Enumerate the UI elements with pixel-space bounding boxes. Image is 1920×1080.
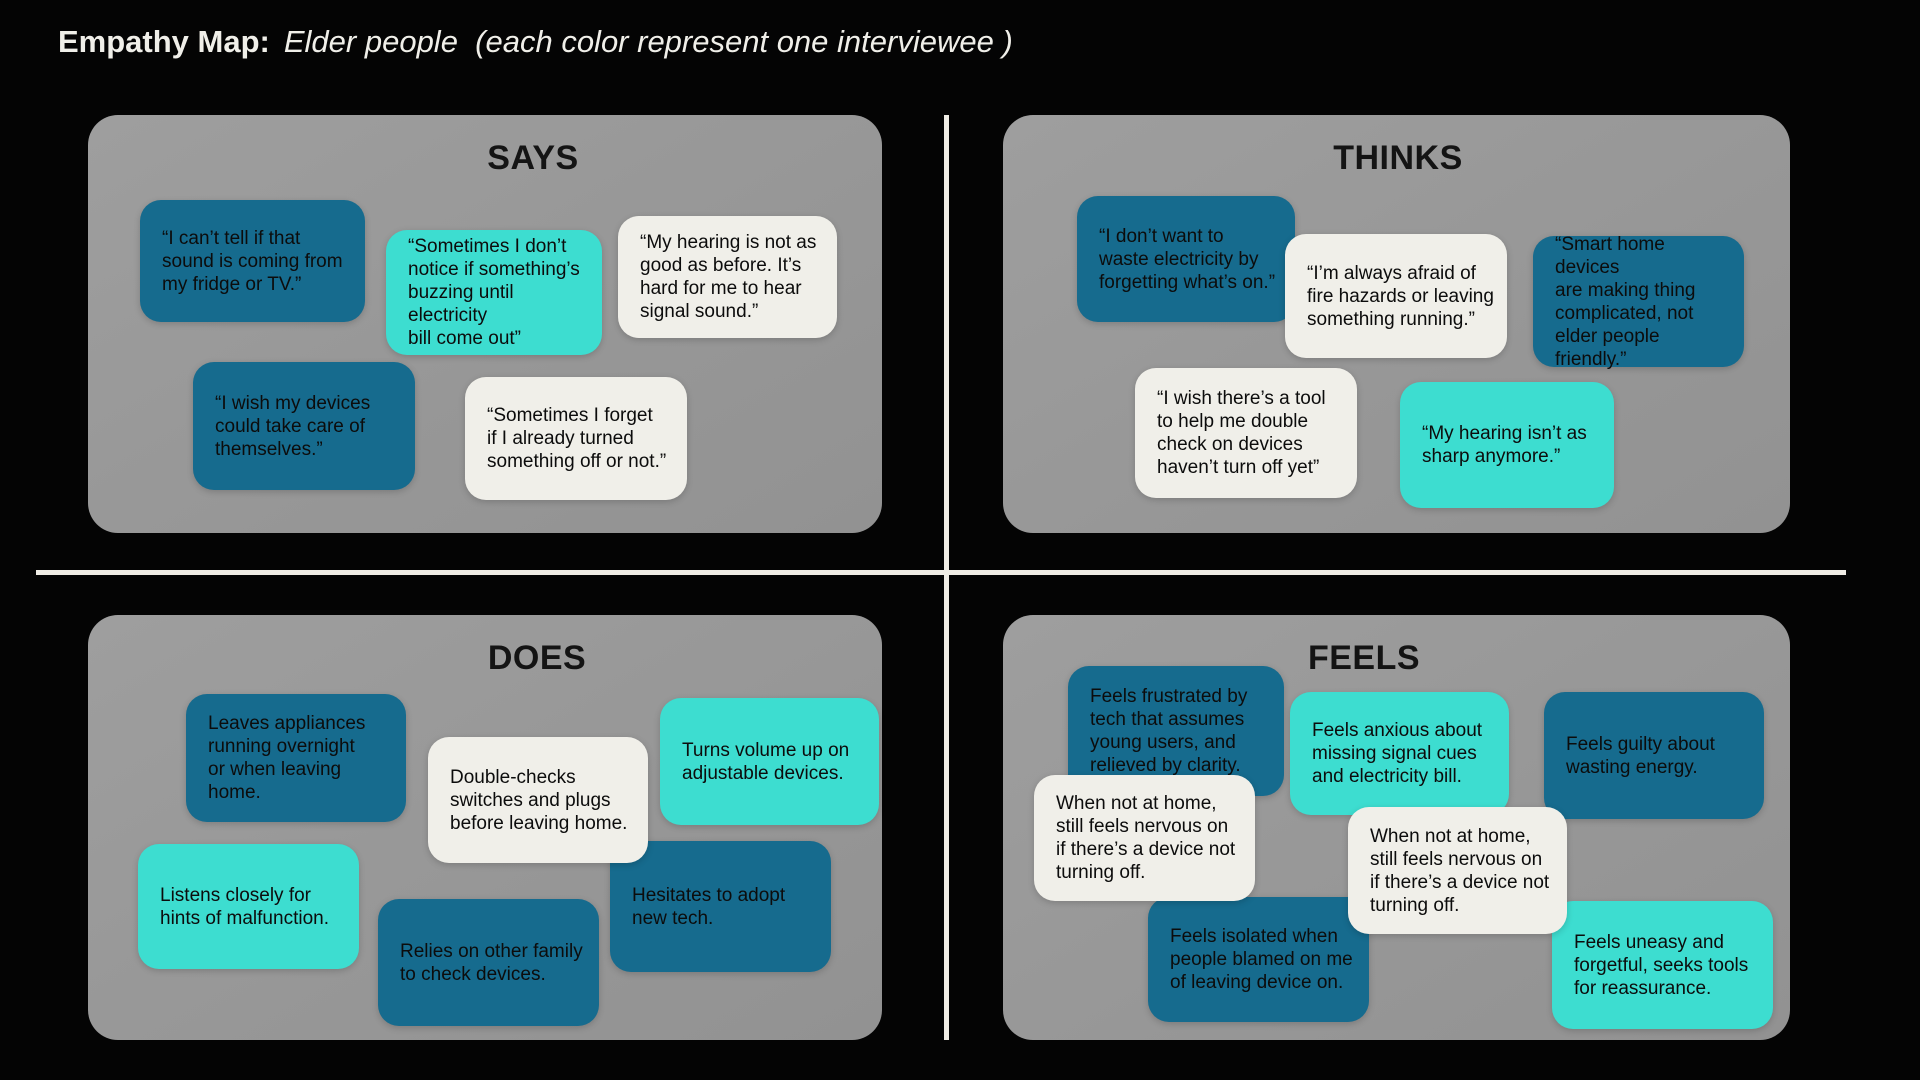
- sticky-note-text: “Sometimes I forget if I already turned …: [487, 405, 667, 472]
- sticky-note-feels-4[interactable]: When not at home, still feels nervous on…: [1034, 775, 1255, 901]
- sticky-note-text: “I’m always afraid of fire hazards or le…: [1307, 262, 1494, 330]
- sticky-note-text: “Smart home devices are making thing com…: [1555, 233, 1696, 370]
- sticky-note-text: “Sometimes I don’t notice if something’s…: [408, 236, 580, 349]
- sticky-note-text: Feels frustrated by tech that assumes yo…: [1090, 686, 1248, 776]
- sticky-note-says-1[interactable]: “I can’t tell if that sound is coming fr…: [140, 200, 365, 322]
- sticky-note-text: Feels uneasy and forgetful, seeks tools …: [1574, 931, 1749, 999]
- page-title: Empathy Map: Elder people (each color rep…: [58, 24, 1013, 60]
- sticky-note-text: Double-checks switches and plugs before …: [450, 766, 628, 834]
- sticky-note-feels-7[interactable]: Feels uneasy and forgetful, seeks tools …: [1552, 901, 1773, 1029]
- page-title-prefix: Empathy Map:: [58, 24, 270, 59]
- sticky-note-text: “I can’t tell if that sound is coming fr…: [162, 227, 343, 295]
- sticky-note-text: “I wish there’s a tool to help me double…: [1157, 388, 1326, 478]
- sticky-note-text: “My hearing is not as good as before. It…: [640, 232, 817, 322]
- sticky-note-text: Feels isolated when people blamed on me …: [1170, 926, 1353, 993]
- sticky-note-does-3[interactable]: Turns volume up on adjustable devices.: [660, 698, 879, 825]
- sticky-note-text: Leaves appliances running overnight or w…: [208, 713, 366, 803]
- sticky-note-does-6[interactable]: Hesitates to adopt new tech.: [610, 841, 831, 972]
- horizontal-divider: [36, 570, 1846, 575]
- sticky-note-feels-1[interactable]: Feels frustrated by tech that assumes yo…: [1068, 666, 1284, 796]
- sticky-note-text: Hesitates to adopt new tech.: [632, 884, 786, 929]
- sticky-note-feels-2[interactable]: Feels anxious about missing signal cues …: [1290, 692, 1509, 815]
- sticky-note-thinks-5[interactable]: “My hearing isn’t as sharp anymore.”: [1400, 382, 1614, 508]
- sticky-note-thinks-3[interactable]: “Smart home devices are making thing com…: [1533, 234, 1744, 370]
- quadrant-title-does: DOES: [487, 639, 587, 677]
- vertical-divider: [944, 115, 949, 1040]
- sticky-note-text: Feels anxious about missing signal cues …: [1312, 720, 1483, 787]
- sticky-note-thinks-1[interactable]: “I don’t want to waste electricity by fo…: [1077, 196, 1295, 322]
- page-title-subject: Elder people (each color represent one i…: [283, 24, 1013, 59]
- quadrant-title-thinks: THINKS: [1333, 139, 1463, 177]
- sticky-note-feels-3[interactable]: Feels guilty about wasting energy.: [1544, 692, 1764, 819]
- sticky-note-text: When not at home, still feels nervous on…: [1370, 825, 1550, 916]
- sticky-note-text: Feels guilty about wasting energy.: [1566, 733, 1715, 778]
- quadrant-title-says: SAYS: [487, 139, 579, 177]
- sticky-note-feels-5[interactable]: When not at home, still feels nervous on…: [1348, 807, 1567, 934]
- sticky-note-text: When not at home, still feels nervous on…: [1056, 793, 1236, 883]
- sticky-note-does-2[interactable]: Double-checks switches and plugs before …: [428, 737, 648, 863]
- sticky-note-does-4[interactable]: Listens closely for hints of malfunction…: [138, 844, 359, 969]
- sticky-note-says-3[interactable]: “My hearing is not as good as before. It…: [618, 216, 837, 338]
- sticky-note-text: “My hearing isn’t as sharp anymore.”: [1422, 423, 1587, 467]
- sticky-note-says-5[interactable]: “Sometimes I forget if I already turned …: [465, 377, 687, 500]
- quadrant-title-feels: FEELS: [1307, 639, 1421, 677]
- sticky-note-text: “I wish my devices could take care of th…: [215, 392, 371, 460]
- sticky-note-text: Relies on other family to check devices.: [400, 940, 583, 985]
- sticky-note-says-4[interactable]: “I wish my devices could take care of th…: [193, 362, 415, 490]
- sticky-note-text: “I don’t want to waste electricity by fo…: [1099, 225, 1276, 293]
- sticky-note-says-2[interactable]: “Sometimes I don’t notice if something’s…: [386, 230, 602, 355]
- sticky-note-does-1[interactable]: Leaves appliances running overnight or w…: [186, 694, 406, 822]
- sticky-note-thinks-4[interactable]: “I wish there’s a tool to help me double…: [1135, 368, 1357, 498]
- sticky-note-feels-6[interactable]: Feels isolated when people blamed on me …: [1148, 897, 1369, 1022]
- sticky-note-thinks-2[interactable]: “I’m always afraid of fire hazards or le…: [1285, 234, 1507, 358]
- sticky-note-text: Turns volume up on adjustable devices.: [682, 739, 850, 784]
- sticky-note-text: Listens closely for hints of malfunction…: [160, 884, 329, 929]
- sticky-note-does-5[interactable]: Relies on other family to check devices.: [378, 899, 599, 1026]
